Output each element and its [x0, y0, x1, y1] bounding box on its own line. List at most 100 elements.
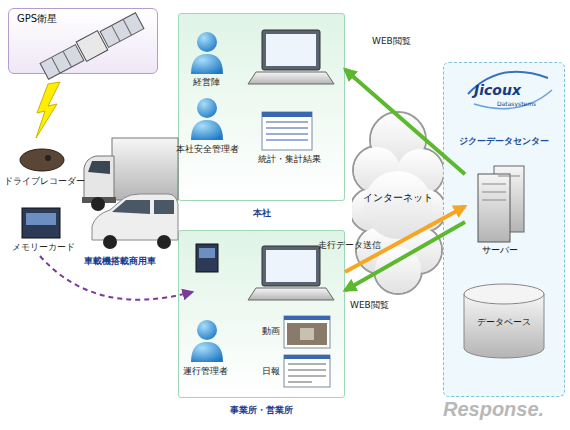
- person-icon: [191, 54, 223, 74]
- caption-label: Jicoux: [474, 82, 521, 98]
- data-center-box: ジクーデータセンターサーバーデータベース: [443, 62, 565, 397]
- company-logo-swoosh: [468, 72, 548, 94]
- laptop-icon: [248, 288, 334, 300]
- node-text: GPS衛星: [17, 13, 57, 25]
- truck-icon: [153, 197, 167, 211]
- node-text: ジクーデータセンター: [444, 135, 564, 147]
- server-icon: [482, 192, 506, 193]
- laptop-icon: [248, 30, 334, 300]
- caption-label: 日報: [262, 366, 280, 377]
- node-text: インターネット: [352, 192, 444, 204]
- gps-satellite: [52, 57, 60, 73]
- stats-screenshot: [262, 112, 312, 117]
- satellite-box: GPS衛星: [8, 8, 158, 74]
- memory-card-icon: [22, 208, 60, 238]
- card-transfer-arrow: [40, 256, 192, 300]
- person-icon: [191, 32, 223, 362]
- edge-label: WEB閲覧: [372, 36, 411, 47]
- truck-icon: [82, 197, 116, 203]
- drive-recorder-icon: [20, 149, 64, 171]
- video-screenshot: [284, 316, 330, 320]
- cloud-fill: [375, 247, 421, 293]
- drive-recorder-icon: [45, 155, 51, 161]
- caption-label: 経営陣: [193, 77, 220, 88]
- head-office-box: 本社: [178, 13, 345, 201]
- report-screenshot: [288, 375, 326, 377]
- edge-label: 走行データ送信: [318, 240, 381, 251]
- drive-recorder-icon: [20, 149, 64, 171]
- report-screenshot: [284, 355, 330, 387]
- node-text: サーバー: [465, 244, 535, 256]
- gps-satellite: [40, 45, 84, 80]
- memory-card-icon: [199, 248, 215, 258]
- caption-label: 運行管理者: [183, 366, 228, 377]
- branch-office-box: 事業所・営業所: [178, 230, 345, 398]
- memory-card-icon: [26, 213, 56, 225]
- stats-screenshot: [266, 139, 308, 141]
- data-flow-arrow: [345, 222, 465, 290]
- gps-satellite: [63, 51, 71, 67]
- stats-screenshot: [266, 133, 308, 135]
- company-logo-swoosh: [468, 72, 552, 109]
- caption-label: 統計・集計結果: [258, 154, 321, 165]
- edge-label: WEB閲覧: [350, 300, 389, 311]
- database-cylinder: データベース: [460, 282, 548, 360]
- gps-satellite: [76, 31, 108, 62]
- truck-icon: [91, 197, 105, 211]
- car-icon: [92, 194, 178, 249]
- truck-icon: [82, 138, 178, 211]
- video-screenshot: [300, 328, 314, 340]
- stats-screenshot: [262, 112, 312, 150]
- server-node: サーバー: [465, 165, 535, 257]
- node-text: 本社: [179, 207, 344, 219]
- video-screenshot: [284, 316, 330, 348]
- data-flow-arrow: [345, 206, 465, 272]
- stats-screenshot: [266, 121, 308, 123]
- report-screenshot: [288, 369, 326, 371]
- memory-card-icon: [196, 244, 218, 272]
- gps-satellite: [112, 25, 120, 41]
- card-transfer-arrow: [40, 256, 192, 300]
- caption-label: ドライブレコーダー: [4, 176, 85, 187]
- internet-cloud: インターネット: [352, 110, 444, 295]
- gps-satellite: [100, 13, 144, 48]
- laptop-icon: [262, 246, 320, 286]
- signal-lightning: [36, 82, 60, 138]
- node-text: 事業所・営業所: [179, 404, 344, 416]
- signal-lightning: [36, 82, 60, 138]
- memory-card-icon: [196, 244, 218, 272]
- video-screenshot: [287, 323, 327, 345]
- stats-screenshot: [266, 127, 308, 129]
- stats-screenshot: [262, 112, 312, 150]
- person-icon: [191, 342, 223, 362]
- truck-icon: [88, 161, 110, 174]
- node-text: データベース: [460, 316, 548, 328]
- server-icon: [478, 174, 510, 242]
- server-icon: [478, 166, 524, 242]
- data-flow-arrow: [345, 69, 465, 174]
- caption-label: 動画: [262, 326, 280, 337]
- server-icon: [494, 166, 524, 232]
- person-icon: [191, 120, 223, 140]
- caption-label: メモリーカード: [12, 242, 75, 253]
- report-screenshot: [288, 381, 312, 383]
- laptop-icon: [262, 30, 320, 70]
- car-icon: [157, 235, 171, 249]
- laptop-icon: [248, 72, 334, 84]
- memory-card-icon: [22, 208, 60, 238]
- person-icon: [197, 32, 217, 52]
- company-logo-swoosh: [474, 90, 552, 109]
- caption-label: Datasystems: [497, 100, 536, 108]
- laptop-icon: [266, 34, 316, 66]
- report-screenshot: [284, 355, 330, 359]
- cylinder-top: [464, 284, 544, 304]
- server-icon: [482, 184, 506, 185]
- report-screenshot: [284, 355, 330, 387]
- caption-label: 車載機搭載商用車: [84, 256, 156, 267]
- server-icon: [498, 176, 520, 177]
- video-screenshot: [284, 316, 330, 348]
- car-icon: [92, 194, 178, 240]
